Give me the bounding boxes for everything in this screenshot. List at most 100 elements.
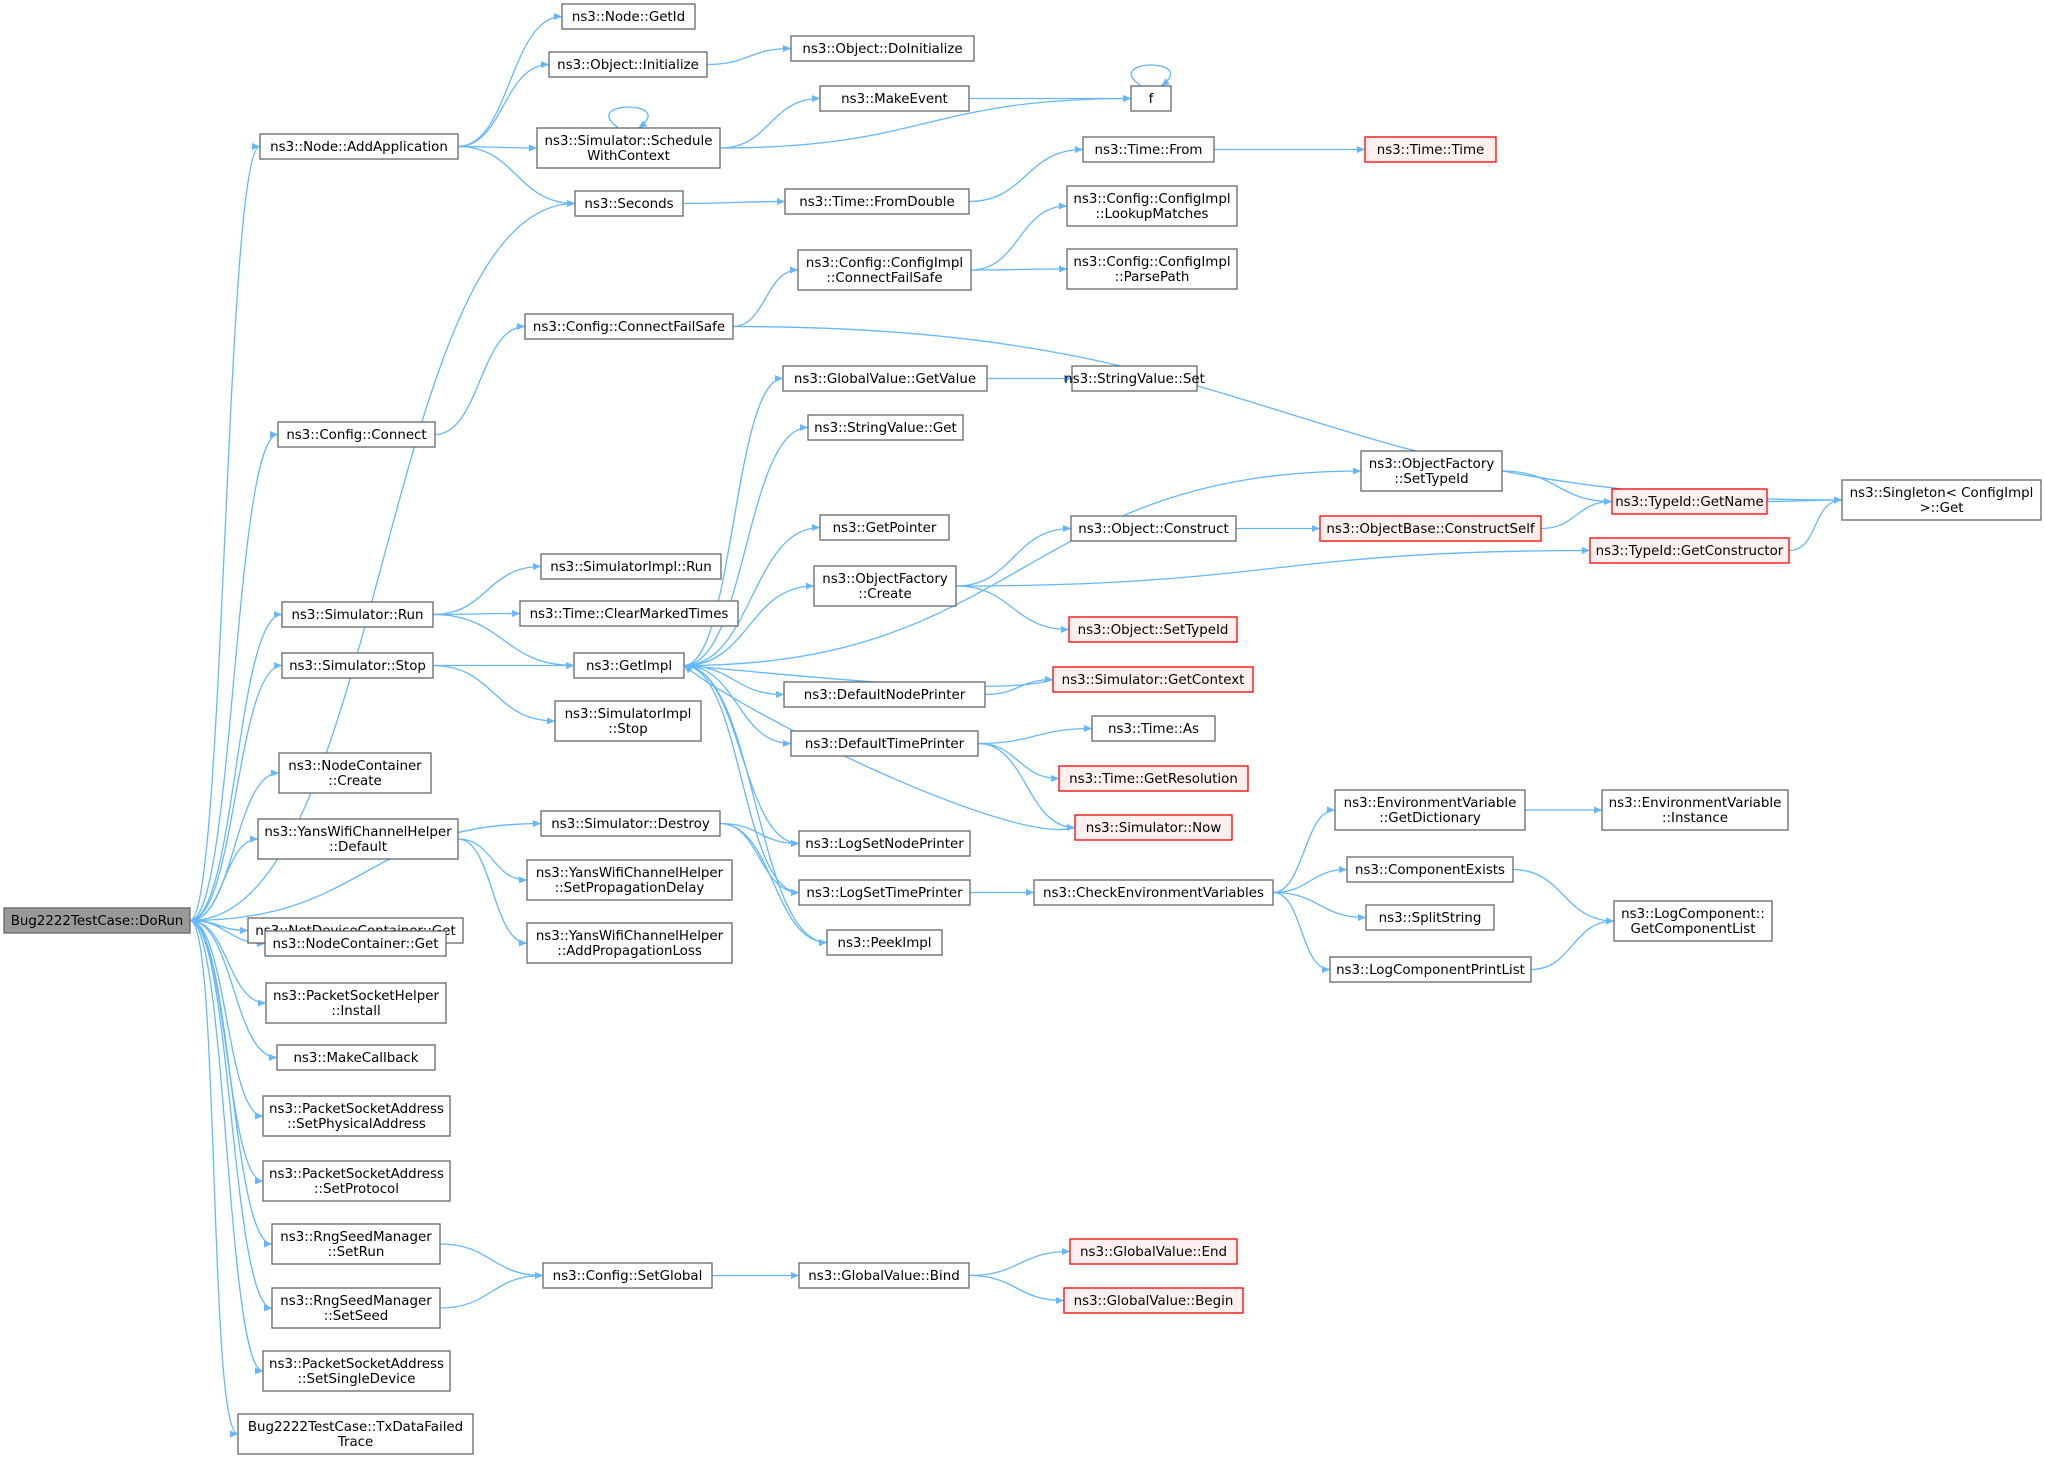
node-logcompgetlist[interactable]: ns3::LogComponent::GetComponentList xyxy=(1613,900,1773,942)
node-pssetphys[interactable]: ns3::PacketSocketAddress::SetPhysicalAdd… xyxy=(262,1095,451,1137)
node-deftimeprinter[interactable]: ns3::DefaultTimePrinter xyxy=(790,730,979,757)
node-simgetcontext[interactable]: ns3::Simulator::GetContext xyxy=(1052,666,1254,693)
call-edge xyxy=(457,12,563,148)
node-box xyxy=(281,652,434,679)
node-objdoinit[interactable]: ns3::Object::DoInitialize xyxy=(790,35,975,62)
node-implcfs[interactable]: ns3::Config::ConfigImpl::ConnectFailSafe xyxy=(797,249,972,291)
node-ncget[interactable]: ns3::NodeContainer::Get xyxy=(264,930,447,957)
node-logcompprint[interactable]: ns3::LogComponentPrintList xyxy=(1329,956,1532,983)
edge-getimpl-to-gvgetvalue xyxy=(683,374,784,667)
call-edge xyxy=(1272,891,1367,922)
node-cfgsetglobal[interactable]: ns3::Config::SetGlobal xyxy=(542,1262,713,1289)
node-timefromdouble[interactable]: ns3::Time::FromDouble xyxy=(784,188,970,215)
node-rngsetseed[interactable]: ns3::RngSeedManager::SetSeed xyxy=(271,1287,441,1329)
node-yansaddloss[interactable]: ns3::YansWifiChannelHelper::AddPropagati… xyxy=(526,922,733,964)
node-ofcreate[interactable]: ns3::ObjectFactory::Create xyxy=(813,565,957,607)
node-envinstance[interactable]: ns3::EnvironmentVariable::Instance xyxy=(1601,789,1789,831)
node-seconds[interactable]: ns3::Seconds xyxy=(574,190,684,217)
node-pssetproto[interactable]: ns3::PacketSocketAddress::SetProtocol xyxy=(262,1160,451,1202)
edge-checkenv-to-compexists xyxy=(1272,865,1348,894)
node-gvgetvalue[interactable]: ns3::GlobalValue::GetValue xyxy=(782,365,988,392)
node-parsepath[interactable]: ns3::Config::ConfigImpl::ParsePath xyxy=(1066,248,1238,290)
node-checkenv[interactable]: ns3::CheckEnvironmentVariables xyxy=(1033,879,1274,906)
node-peekimpl[interactable]: ns3::PeekImpl xyxy=(826,929,943,956)
call-edge xyxy=(683,423,809,667)
call-edge xyxy=(683,664,828,947)
node-svget[interactable]: ns3::StringValue::Get xyxy=(807,414,964,441)
node-label: ns3::RngSeedManager xyxy=(280,1230,432,1245)
node-timetime[interactable]: ns3::Time::Time xyxy=(1364,136,1497,163)
node-f[interactable]: f xyxy=(1130,85,1172,112)
node-label: ::SetSingleDevice xyxy=(298,1372,416,1387)
node-splitstring[interactable]: ns3::SplitString xyxy=(1365,904,1495,931)
node-box xyxy=(813,565,957,607)
call-edge xyxy=(434,322,526,436)
node-box xyxy=(798,879,971,906)
node-cfgcfs[interactable]: ns3::Config::ConnectFailSafe xyxy=(524,313,734,340)
node-ofsettypeid[interactable]: ns3::ObjectFactory::SetTypeId xyxy=(1360,450,1503,492)
node-gvbegin[interactable]: ns3::GlobalValue::Begin xyxy=(1063,1287,1244,1314)
node-timegetres[interactable]: ns3::Time::GetResolution xyxy=(1058,765,1249,792)
node-label: ns3::Time::GetResolution xyxy=(1069,772,1238,787)
node-logsetnode[interactable]: ns3::LogSetNodePrinter xyxy=(798,830,971,857)
node-addapp[interactable]: ns3::Node::AddApplication xyxy=(259,133,459,160)
node-simimplrun[interactable]: ns3::SimulatorImpl::Run xyxy=(540,553,722,580)
node-cfgconnect[interactable]: ns3::Config::Connect xyxy=(277,421,436,448)
node-label: ::SetProtocol xyxy=(314,1182,399,1197)
node-logsettime[interactable]: ns3::LogSetTimePrinter xyxy=(798,879,971,906)
node-envgetdict[interactable]: ns3::EnvironmentVariable::GetDictionary xyxy=(1334,789,1526,831)
call-edge xyxy=(1130,64,1172,87)
node-psinstall[interactable]: ns3::PacketSocketHelper::Install xyxy=(265,982,447,1024)
node-lookupmatches[interactable]: ns3::Config::ConfigImpl::LookupMatches xyxy=(1066,185,1238,227)
node-label: ns3::Node::GetId xyxy=(572,10,685,25)
call-edge xyxy=(955,585,1070,634)
node-nodegetid[interactable]: ns3::Node::GetId xyxy=(561,3,696,30)
node-objsettypeid[interactable]: ns3::Object::SetTypeId xyxy=(1068,616,1238,643)
node-gvend[interactable]: ns3::GlobalValue::End xyxy=(1069,1238,1238,1265)
node-simstop[interactable]: ns3::Simulator::Stop xyxy=(281,652,434,679)
node-defnodeprinter[interactable]: ns3::DefaultNodePrinter xyxy=(783,681,986,708)
node-simdestroy[interactable]: ns3::Simulator::Destroy xyxy=(540,810,721,837)
node-makeevent[interactable]: ns3::MakeEvent xyxy=(819,85,970,112)
node-objinit[interactable]: ns3::Object::Initialize xyxy=(548,51,708,78)
node-yansdef[interactable]: ns3::YansWifiChannelHelper::Default xyxy=(257,818,459,860)
node-simrun[interactable]: ns3::Simulator::Run xyxy=(281,601,434,628)
node-root[interactable]: Bug2222TestCase::DoRun xyxy=(3,907,191,934)
node-box xyxy=(807,414,964,441)
call-edge xyxy=(439,1243,544,1280)
node-label: ns3::Node::AddApplication xyxy=(270,140,448,155)
node-pssetsingle[interactable]: ns3::PacketSocketAddress::SetSingleDevic… xyxy=(262,1350,451,1392)
node-ncreate[interactable]: ns3::NodeContainer::Create xyxy=(278,752,432,794)
node-timeas[interactable]: ns3::Time::As xyxy=(1091,715,1216,742)
node-simimplstop[interactable]: ns3::SimulatorImpl::Stop xyxy=(554,700,702,742)
node-label: ::ParsePath xyxy=(1115,270,1190,285)
node-obconstructself[interactable]: ns3::ObjectBase::ConstructSelf xyxy=(1319,515,1542,542)
call-edge xyxy=(189,610,283,922)
node-getpointer[interactable]: ns3::GetPointer xyxy=(819,514,950,541)
node-compexists[interactable]: ns3::ComponentExists xyxy=(1346,856,1514,883)
node-getimpl[interactable]: ns3::GetImpl xyxy=(573,652,685,679)
node-yanssetprop[interactable]: ns3::YansWifiChannelHelper::SetPropagati… xyxy=(526,859,733,901)
node-timefrom[interactable]: ns3::Time::From xyxy=(1082,136,1215,163)
node-gvbind[interactable]: ns3::GlobalValue::Bind xyxy=(798,1262,970,1289)
node-objconstruct[interactable]: ns3::Object::Construct xyxy=(1070,515,1237,542)
node-box xyxy=(1074,814,1233,841)
node-svset[interactable]: ns3::StringValue::Set xyxy=(1064,365,1205,392)
node-singletonget[interactable]: ns3::Singleton< ConfigImpl >::Get xyxy=(1841,479,2042,521)
node-simnow[interactable]: ns3::Simulator::Now xyxy=(1074,814,1233,841)
node-clearmarked[interactable]: ns3::Time::ClearMarkedTimes xyxy=(519,600,739,627)
call-edge xyxy=(683,467,1362,667)
node-typeidgetname[interactable]: ns3::TypeId::GetName xyxy=(1611,488,1768,515)
node-label: ns3::ObjectFactory xyxy=(822,572,948,587)
node-typeidgetctor[interactable]: ns3::TypeId::GetConstructor xyxy=(1589,537,1790,564)
node-label: ns3::YansWifiChannelHelper xyxy=(536,929,724,944)
edge-objinit-to-objdoinit xyxy=(706,44,792,66)
node-rngsetrun[interactable]: ns3::RngSeedManager::SetRun xyxy=(271,1223,441,1265)
node-box xyxy=(262,1095,451,1137)
edge-checkenv-to-splitstring xyxy=(1272,891,1367,922)
node-box xyxy=(237,1413,474,1455)
node-mkcallback[interactable]: ns3::MakeCallback xyxy=(276,1044,436,1071)
call-edge xyxy=(683,523,821,667)
